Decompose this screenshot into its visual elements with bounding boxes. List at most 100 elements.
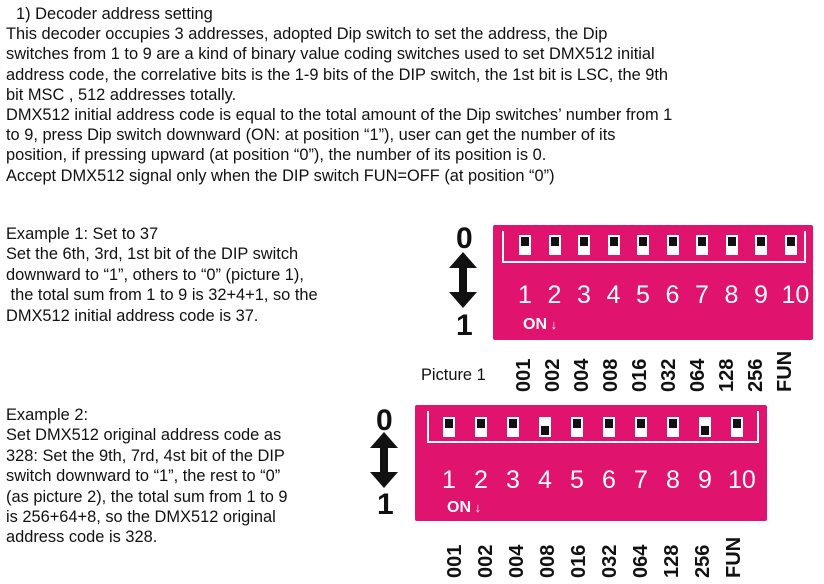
example-1-line: Example 1: Set to 37	[6, 225, 159, 243]
dip-switch-number: 5	[570, 466, 584, 494]
on-label: ON ↓	[447, 500, 481, 516]
dip-switch-4	[607, 235, 620, 255]
switch-frame	[502, 231, 806, 263]
dip-switch-number: 3	[506, 466, 520, 494]
dip-switch-number: 2	[474, 466, 488, 494]
intro-line: This decoder occupies 3 addresses, adopt…	[6, 25, 608, 44]
dip-switch-number: 6	[602, 466, 616, 494]
example-2-line: Set DMX512 original address code as	[6, 426, 282, 445]
dip-switch-3	[578, 235, 590, 255]
dip-switch-5	[571, 417, 583, 437]
intro-line: address code, the correlative bits is th…	[6, 65, 669, 84]
dip-switch-1	[443, 417, 455, 437]
example-2-line: switch downward to “1”, the rest to “0”	[6, 467, 281, 486]
bit-value-label: 064	[687, 358, 709, 392]
dip-switch-number: 5	[636, 281, 650, 309]
example-2-line: 328: Set the 9th, 7rd, 4st bit of the DI…	[6, 446, 285, 465]
bit-value-label: 004	[506, 544, 528, 578]
bit-value-label: 016	[568, 544, 590, 578]
position-1-label: 1	[456, 309, 473, 342]
dip-switch-knob	[521, 237, 529, 246]
dip-switch-number: 7	[695, 281, 709, 309]
dip-switch-number: 8	[666, 466, 680, 494]
dip-switch-knob	[668, 237, 677, 246]
position-0-label: 0	[456, 222, 473, 255]
dip-switch-number: 3	[577, 281, 591, 309]
intro-section: 1) Decoder address setting This decoder …	[6, 4, 820, 186]
dip-switch-number: 10	[781, 281, 810, 309]
dip-switch-6	[603, 417, 615, 437]
dip-switch-number: 4	[606, 281, 621, 309]
dip-switch-knob	[477, 419, 485, 428]
bit-value-label: 032	[658, 358, 680, 392]
on-text: ON	[523, 316, 547, 333]
bit-value-label: 032	[599, 544, 621, 578]
dip-switch-8	[725, 235, 738, 255]
dip-switch-number: 10	[728, 466, 756, 494]
dip-switch-knob	[786, 237, 795, 246]
example-2-line: (as picture 2), the total sum from 1 to …	[6, 487, 288, 506]
dip-switch-knob	[637, 419, 645, 428]
example-1-text: Example 1: Set to 37 Set the 6th, 3rd, 1…	[6, 224, 406, 326]
example-2-text: Example 2: Set DMX512 original address c…	[6, 405, 356, 548]
example-2-line: is 256+64+8, so the DMX512 original	[6, 508, 276, 527]
dip-switch-number: 4	[538, 466, 552, 494]
dip-switch-knob	[541, 426, 549, 435]
position-1-label: 1	[377, 488, 394, 521]
down-arrow-icon: ↓	[547, 317, 558, 332]
bit-value-label: 002	[475, 544, 497, 578]
position-0-label: 0	[376, 404, 393, 437]
dip-switch-10	[784, 235, 797, 255]
dip-switch-number: 9	[754, 281, 768, 309]
picture-caption: Picture 1	[421, 366, 486, 384]
bit-value-label: 004	[571, 358, 593, 392]
example-2-line: Example 2:	[6, 406, 88, 424]
dip-switch-10	[731, 417, 743, 437]
dip-switch-2	[548, 235, 561, 255]
bit-value-label: FUN	[723, 536, 745, 578]
intro-line: bit MSC , 512 addresses totally.	[6, 85, 237, 104]
dip-switch-knob	[445, 419, 453, 428]
example-1-line: DMX512 initial address code is 37.	[6, 306, 259, 325]
bit-value-label: 256	[745, 358, 767, 392]
dip-switch-number: 1	[518, 281, 532, 309]
dip-switch-knob	[733, 419, 741, 428]
dip-switch-knob	[727, 237, 736, 246]
section-heading: 1) Decoder address setting	[16, 5, 213, 23]
bit-value-label: 256	[692, 544, 714, 578]
dip-switch-7	[696, 235, 708, 255]
dip-switch-number: 7	[634, 466, 648, 494]
dip-switch-knob	[639, 237, 647, 246]
example-2-line: address code is 328.	[6, 528, 158, 547]
bit-value-label: 008	[600, 358, 622, 392]
dip-switch-number: 6	[665, 281, 680, 309]
dip-switch-number: 1	[442, 466, 456, 494]
bit-value-label: 128	[661, 544, 683, 578]
example-1-line: downward to “1”, others to “0” (picture …	[6, 265, 304, 284]
example-1-line: the total sum from 1 to 9 is 32+4+1, so …	[6, 286, 318, 305]
dip-switch-9	[699, 417, 711, 437]
intro-line: Accept DMX512 signal only when the DIP s…	[6, 166, 555, 185]
switch-frame	[427, 411, 759, 443]
on-text: ON	[447, 499, 471, 516]
dip-switch-knob	[573, 419, 581, 428]
bit-value-label: 001	[513, 358, 535, 392]
dip-switch-knob	[605, 419, 613, 428]
dip-switch-number: 2	[547, 281, 562, 309]
intro-line: switches from 1 to 9 are a kind of binar…	[6, 45, 655, 64]
intro-line: DMX512 initial address code is equal to …	[6, 106, 673, 125]
on-label: ON ↓	[523, 317, 557, 333]
dip-switch-1	[519, 235, 531, 255]
dip-switch-9	[755, 235, 767, 255]
intro-line: position, if pressing upward (at positio…	[6, 146, 547, 165]
bit-value-label: 002	[542, 358, 564, 392]
bit-value-label: 064	[630, 544, 652, 578]
bit-value-label: 001	[444, 544, 466, 578]
bit-value-label: 016	[629, 358, 651, 392]
dip-switch-knob	[609, 237, 618, 246]
up-down-arrow-icon	[370, 432, 398, 488]
down-arrow-icon: ↓	[471, 500, 482, 515]
dip-switch-knob	[701, 426, 709, 435]
